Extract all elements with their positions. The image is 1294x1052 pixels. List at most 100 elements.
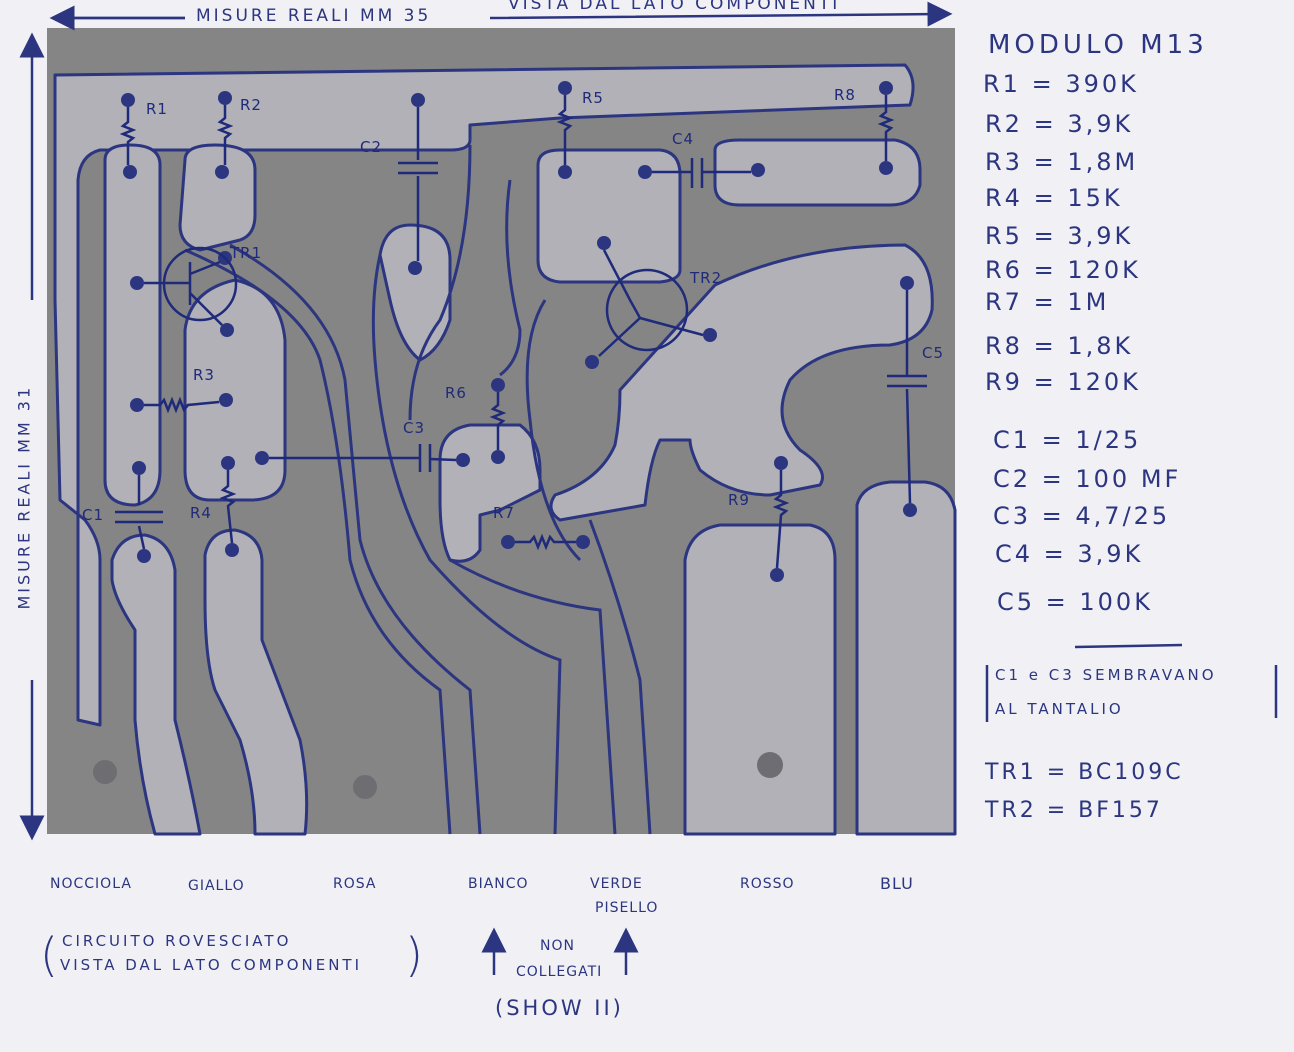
- label-r9: R9: [728, 491, 750, 509]
- pad-r4-bottom: [225, 543, 239, 557]
- pad-c2-bottom: [408, 261, 422, 275]
- wire-label-bianco: BIANCO: [468, 876, 529, 892]
- pad-tr2-base: [585, 355, 599, 369]
- pad-r9-bottom: [770, 568, 784, 582]
- module-title: MODULO M13: [988, 30, 1208, 60]
- copper-r3-strip: [183, 278, 287, 502]
- pad-c4-left: [638, 165, 652, 179]
- spec-c2: C2 = 100 MF: [993, 465, 1182, 493]
- label-r3: R3: [193, 366, 215, 384]
- copper-r8-pad: [713, 138, 922, 207]
- spec-r5: R5 = 3,9K: [985, 222, 1134, 250]
- pad-r8-top: [879, 81, 893, 95]
- copper-c5-pad: [855, 480, 957, 836]
- pad-c3-left: [255, 451, 269, 465]
- pad-r9-top: [774, 456, 788, 470]
- spec-r2: R2 = 3,9K: [985, 110, 1134, 138]
- label-c5: C5: [922, 344, 944, 362]
- show-label: (SHOW II): [495, 996, 624, 1020]
- mounting-hole-right: [757, 752, 783, 778]
- label-r4: R4: [190, 504, 212, 522]
- pad-tr2-collector: [597, 236, 611, 250]
- pad-r4-top: [221, 456, 235, 470]
- label-r1: R1: [146, 100, 168, 118]
- copper-r1-strip: [103, 143, 162, 507]
- pad-r1-top: [121, 93, 135, 107]
- side-dimension-label: MISURE REALI MM 31: [14, 384, 34, 610]
- pad-r1-bottom: [123, 165, 137, 179]
- mounting-hole-left: [93, 760, 117, 784]
- copper-tr2-pad: [549, 243, 934, 522]
- wire-label-nocciola: NOCCIOLA: [50, 876, 132, 892]
- pad-tr1-emitter: [220, 323, 234, 337]
- mounting-hole-center: [353, 775, 377, 799]
- circuit-note-line2: VISTA DAL LATO COMPONENTI: [60, 956, 363, 974]
- top-view-label: VISTA DAL LATO COMPONENTI: [508, 0, 841, 14]
- label-r5: R5: [582, 89, 604, 107]
- not-connected-line2: COLLEGATI: [516, 964, 603, 980]
- copper-r5-pad: [536, 148, 682, 284]
- copper-pad-top: [53, 63, 915, 727]
- spec-r9: R9 = 120K: [985, 368, 1141, 396]
- label-r6: R6: [445, 384, 467, 402]
- wire-label-rosa: ROSA: [333, 876, 377, 892]
- transistor-tr2: TR2 = BF157: [985, 798, 1163, 823]
- wire-label-rosso: ROSSO: [740, 876, 795, 892]
- label-c1: C1: [82, 506, 104, 524]
- pad-r2-bottom: [215, 165, 229, 179]
- copper-r9-pad: [683, 523, 837, 836]
- circuit-note-line1: CIRCUITO ROVESCIATO: [62, 932, 292, 950]
- pad-tr2-emitter: [703, 328, 717, 342]
- spec-c1: C1 = 1/25: [993, 426, 1142, 454]
- not-connected-line1: NON: [540, 938, 575, 954]
- tantalum-note-line2: AL TANTALIO: [995, 700, 1124, 718]
- pad-r3-left: [130, 398, 144, 412]
- transistor-tr1: TR1 = BC109C: [985, 760, 1184, 785]
- label-tr1: TR1: [229, 244, 262, 262]
- pad-c5-top: [900, 276, 914, 290]
- label-r7: R7: [493, 504, 515, 522]
- copper-c1-strip: [110, 533, 202, 836]
- wire-label-giallo: GIALLO: [188, 878, 245, 894]
- spec-r7: R7 = 1M: [985, 288, 1110, 316]
- pad-r2-top: [218, 91, 232, 105]
- pad-tr1-base: [130, 276, 144, 290]
- pad-c1-top: [132, 461, 146, 475]
- label-c2: C2: [360, 138, 382, 156]
- label-c4: C4: [672, 130, 694, 148]
- tantalum-note-line1: C1 e C3 SEMBRAVANO: [995, 666, 1217, 684]
- pad-c5-bottom: [903, 503, 917, 517]
- top-dimension-label: MISURE REALI MM 35: [196, 6, 432, 26]
- wire-label-blu: BLU: [880, 874, 914, 893]
- copper-r4-strip: [203, 528, 309, 836]
- pad-r8-bottom: [879, 161, 893, 175]
- circuit-note-paren-open: (: [40, 928, 60, 982]
- pad-c4-right: [751, 163, 765, 177]
- pad-c1-bottom: [137, 549, 151, 563]
- pad-r5-top: [558, 81, 572, 95]
- pad-r3-right: [219, 393, 233, 407]
- spec-r4: R4 = 15K: [985, 184, 1123, 212]
- label-r2: R2: [240, 96, 262, 114]
- pad-r5-bottom: [558, 165, 572, 179]
- pad-c3-right: [456, 453, 470, 467]
- circuit-note-paren-close: ): [405, 928, 425, 982]
- spec-r8: R8 = 1,8K: [985, 332, 1134, 360]
- label-r8: R8: [834, 86, 856, 104]
- pad-c2-top: [411, 93, 425, 107]
- pad-r6-top: [491, 378, 505, 392]
- spec-c3: C3 = 4,7/25: [993, 502, 1171, 530]
- wire-label-verde: VERDE: [590, 876, 643, 892]
- spec-c4: C4 = 3,9K: [995, 540, 1144, 568]
- spec-r6: R6 = 120K: [985, 256, 1141, 284]
- pad-r6-bottom: [491, 450, 505, 464]
- label-tr2: TR2: [689, 269, 722, 287]
- wire-label-pisello: PISELLO: [595, 900, 659, 916]
- pad-r7-left: [501, 535, 515, 549]
- spec-c5: C5 = 100K: [997, 588, 1153, 616]
- pad-r7-right: [576, 535, 590, 549]
- spec-r1: R1 = 390K: [983, 70, 1139, 98]
- label-c3: C3: [403, 419, 425, 437]
- spec-r3: R3 = 1,8M: [985, 148, 1139, 176]
